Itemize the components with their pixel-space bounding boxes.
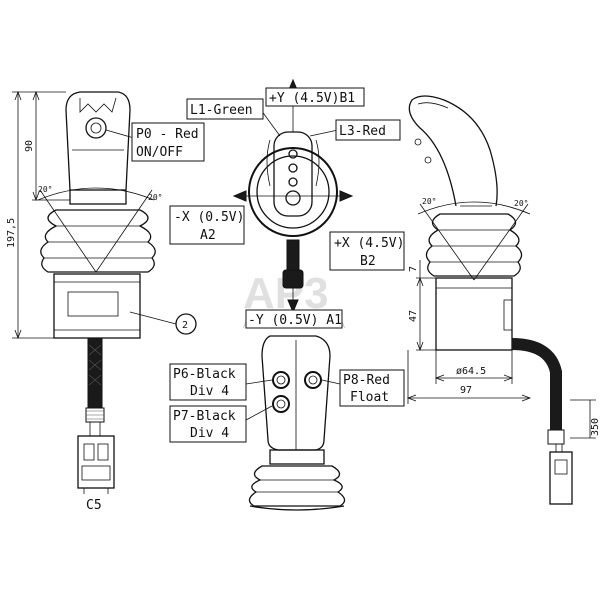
svg-text:Div 4: Div 4 (190, 384, 229, 399)
right-side-view: 20° 20° 7 47 ø64.5 9 (406, 95, 600, 505)
svg-text:L1-Green: L1-Green (190, 103, 253, 118)
callout-circle (175, 313, 197, 335)
svg-text:+X (4.5V): +X (4.5V) (334, 236, 404, 251)
svg-text:B2: B2 (360, 254, 376, 269)
right-angle-label: 20° (148, 193, 162, 202)
svg-text:+Y (4.5V)B1: +Y (4.5V)B1 (269, 91, 355, 106)
p7-button-icon (272, 395, 290, 413)
minus-x-label: -X (0.5V) A2 (169, 205, 245, 245)
width-97-dimension: 97 (460, 385, 472, 396)
minus-y-label: -Y (0.5V) A1 (245, 309, 343, 329)
p0-label: P0 - Red ON/OFF (131, 122, 205, 162)
left-angle-label: 20° (38, 185, 52, 194)
svg-text:Div 4: Div 4 (190, 426, 229, 441)
svg-text:-Y (0.5V) A1: -Y (0.5V) A1 (248, 313, 342, 328)
svg-text:P8-Red: P8-Red (343, 373, 390, 388)
svg-text:P6-Black: P6-Black (173, 367, 236, 382)
handle-height-dimension: 90 (24, 140, 35, 152)
dimension-47: 47 (408, 310, 419, 322)
connector-label: C5 (86, 498, 102, 513)
svg-text:P0 - Red: P0 - Red (136, 127, 199, 142)
button-cluster (285, 149, 301, 206)
svg-text:ON/OFF: ON/OFF (136, 145, 183, 160)
svg-text:L3-Red: L3-Red (339, 124, 386, 139)
right-view-right-angle: 20° (514, 199, 528, 208)
rubber-boot (40, 209, 156, 273)
connector-c5 (77, 422, 115, 494)
svg-text:Float: Float (350, 390, 389, 405)
total-height-dimension: 197,5 (6, 218, 17, 248)
p0-button-icon (85, 117, 107, 139)
left-front-view: 20° 20° C5 2 (6, 90, 197, 513)
l3-red-label: L3-Red (335, 119, 401, 141)
callout-number: 2 (182, 320, 188, 331)
p6-button-icon (272, 371, 290, 389)
plus-x-label: +X (4.5V) B2 (329, 231, 405, 271)
p8-button-icon (304, 371, 322, 389)
p6-label: P6-Black Div 4 (169, 363, 247, 401)
svg-text:A2: A2 (200, 228, 216, 243)
svg-text:-X (0.5V): -X (0.5V) (174, 210, 244, 225)
svg-text:P7-Black: P7-Black (173, 409, 236, 424)
center-top-view (232, 78, 354, 314)
center-rear-view (248, 335, 346, 511)
diameter-dimension: ø64.5 (456, 366, 486, 377)
l1-green-label: L1-Green (186, 98, 264, 120)
cable-350-dimension: 350 (590, 418, 600, 436)
right-view-left-angle: 20° (422, 197, 436, 206)
dimension-7: 7 (408, 266, 419, 272)
p8-label: P8-Red Float (339, 369, 405, 407)
plus-y-label: +Y (4.5V)B1 (265, 87, 365, 107)
p7-label: P7-Black Div 4 (169, 405, 247, 443)
